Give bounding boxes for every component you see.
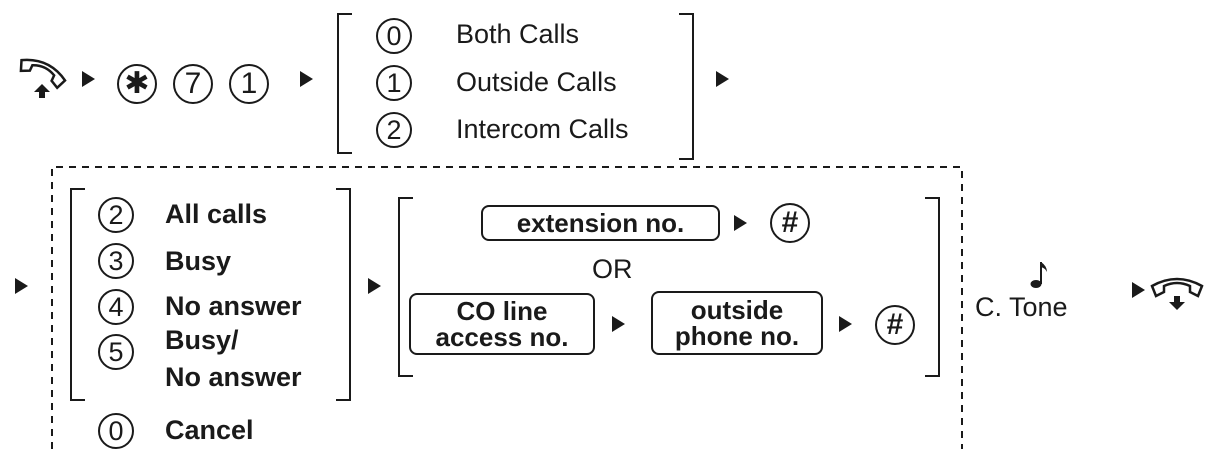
cancel-label: Cancel bbox=[165, 415, 254, 445]
on-hook-handset-icon bbox=[1150, 277, 1204, 310]
confirmation-tone-label: C. Tone bbox=[975, 292, 1068, 322]
outside-phone-key: outside phone no. bbox=[651, 291, 823, 355]
key-star: ✱ bbox=[117, 64, 157, 104]
arrow bbox=[839, 316, 852, 332]
arrow bbox=[612, 316, 625, 332]
key-1: 1 bbox=[229, 64, 269, 104]
music-note-icon bbox=[1030, 262, 1047, 288]
phone-no-label: phone no. bbox=[674, 321, 800, 351]
option-key-1: 1 bbox=[376, 65, 412, 101]
arrow bbox=[1132, 282, 1145, 298]
option-key-2: 2 bbox=[376, 112, 412, 148]
bracket-left bbox=[398, 197, 413, 377]
option-label-busy-slash: Busy/ bbox=[165, 325, 239, 355]
bracket-left bbox=[337, 13, 352, 154]
hash-key: # bbox=[875, 305, 915, 345]
option-key-5: 5 bbox=[98, 334, 134, 370]
co-line-label: CO line bbox=[456, 296, 548, 326]
option-label-no-answer-2: No answer bbox=[165, 362, 302, 392]
hash-key: # bbox=[770, 203, 810, 243]
option-key-2: 2 bbox=[98, 197, 134, 233]
co-line-key: CO line access no. bbox=[409, 293, 595, 355]
outside-label: outside bbox=[690, 295, 784, 325]
option-label-no-answer: No answer bbox=[165, 291, 302, 321]
arrow bbox=[82, 71, 95, 87]
bracket-right bbox=[336, 188, 351, 401]
extension-label: extension no. bbox=[516, 208, 685, 238]
bracket-right bbox=[679, 13, 694, 160]
arrow bbox=[15, 278, 28, 294]
arrow bbox=[734, 215, 747, 231]
option-label-busy: Busy bbox=[165, 246, 232, 276]
option-label-outside: Outside Calls bbox=[456, 67, 617, 97]
off-hook-handset-icon bbox=[19, 58, 67, 98]
option-label-both: Both Calls bbox=[456, 19, 580, 49]
option-key-0: 0 bbox=[376, 18, 412, 54]
bracket-right bbox=[925, 197, 940, 377]
arrow bbox=[368, 278, 381, 294]
key-7: 7 bbox=[173, 64, 213, 104]
option-key-4: 4 bbox=[98, 289, 134, 325]
or-label: OR bbox=[592, 254, 633, 284]
arrow bbox=[300, 71, 313, 87]
arrow bbox=[716, 71, 729, 87]
access-no-label: access no. bbox=[435, 322, 569, 352]
bracket-left bbox=[70, 188, 85, 401]
option-label-intercom: Intercom Calls bbox=[456, 114, 629, 144]
extension-key: extension no. bbox=[481, 205, 720, 241]
option-key-3: 3 bbox=[98, 243, 134, 279]
cancel-key-0: 0 bbox=[98, 413, 134, 449]
option-label-all-calls: All calls bbox=[165, 199, 268, 229]
